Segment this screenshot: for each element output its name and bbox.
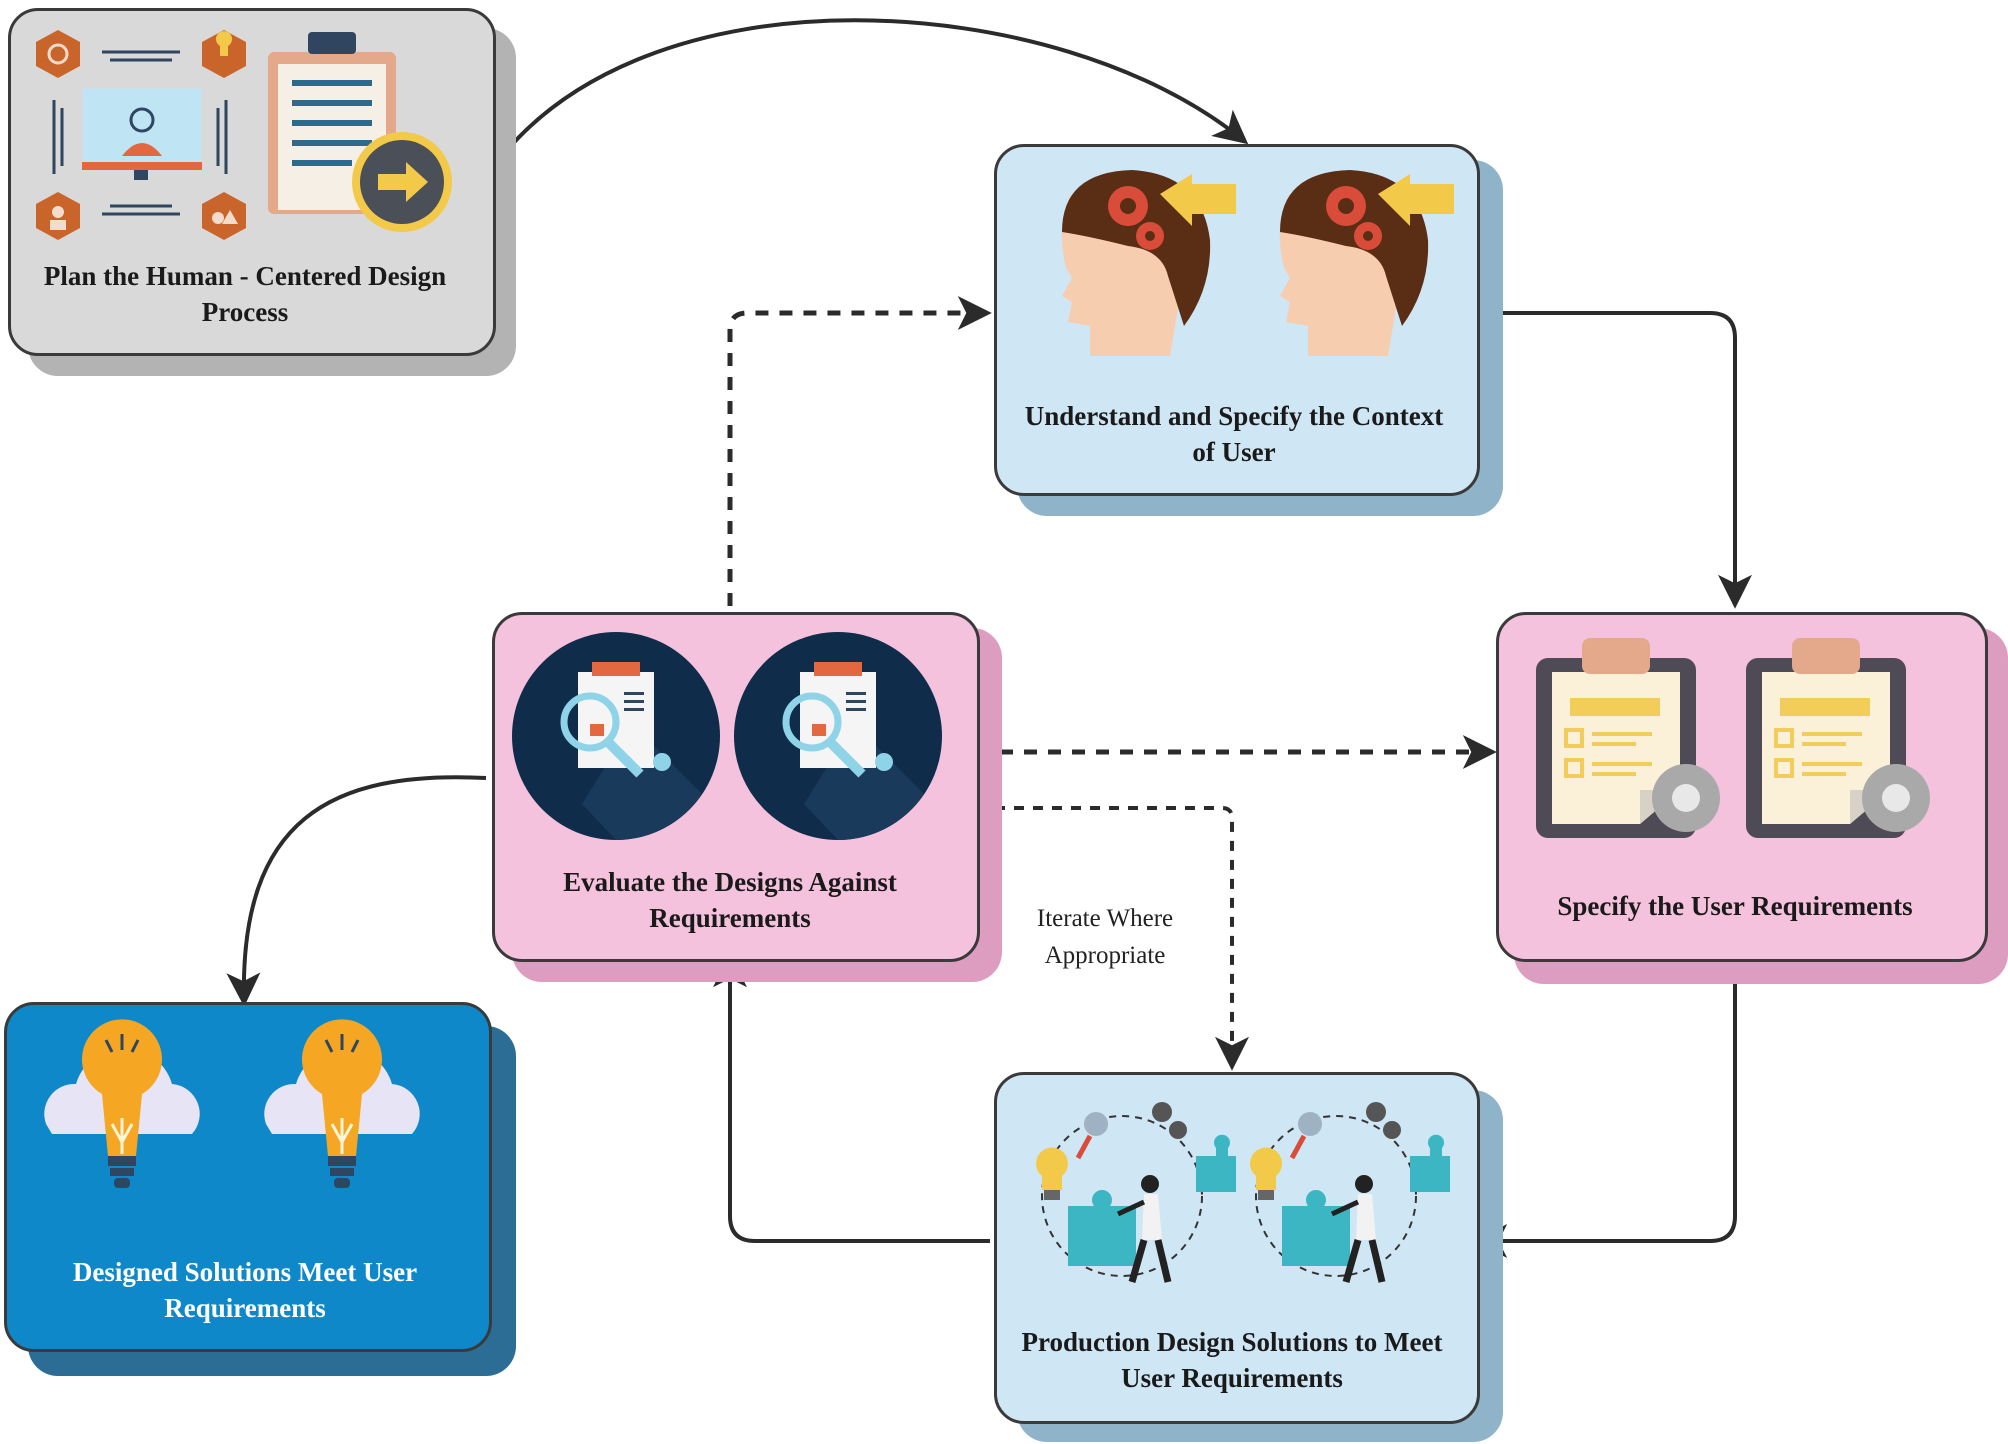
arrow-produce-to-evaluate: [713, 953, 990, 1243]
lightbulb-cloud-icon: [44, 1019, 420, 1188]
planning-clipboard-icon: [36, 30, 452, 240]
designed-label: Designed Solutions Meet User Requirement…: [72, 1257, 418, 1323]
iterate-annotation: Iterate Where Appropriate: [1036, 905, 1174, 969]
dashed-evaluate-to-understand: [727, 296, 992, 606]
plan-label: Plan the Human - Centered Design Process: [43, 261, 447, 327]
produce-label: Production Design Solutions to Meet User…: [1021, 1327, 1443, 1393]
clipboard-gear-icon: [1536, 638, 1930, 838]
specify-label: Specify the User Requirements: [1557, 891, 1913, 921]
arrow-plan-to-understand: [488, 18, 1249, 174]
understand-label: Understand and Specify the Context of Us…: [1024, 401, 1444, 467]
arrow-understand-to-specify: [1478, 311, 1752, 609]
head-gears-icon: [1061, 170, 1454, 356]
magnifier-checklist-icon: [512, 632, 942, 840]
dashed-evaluate-to-produce: [976, 806, 1249, 1071]
arrow-evaluate-to-designed: [226, 775, 487, 1007]
evaluate-label: Evaluate the Designs Against Requirement…: [563, 867, 897, 933]
arrow-specify-to-produce: [1473, 956, 1737, 1258]
puzzle-teamwork-icon: [1036, 1102, 1450, 1283]
